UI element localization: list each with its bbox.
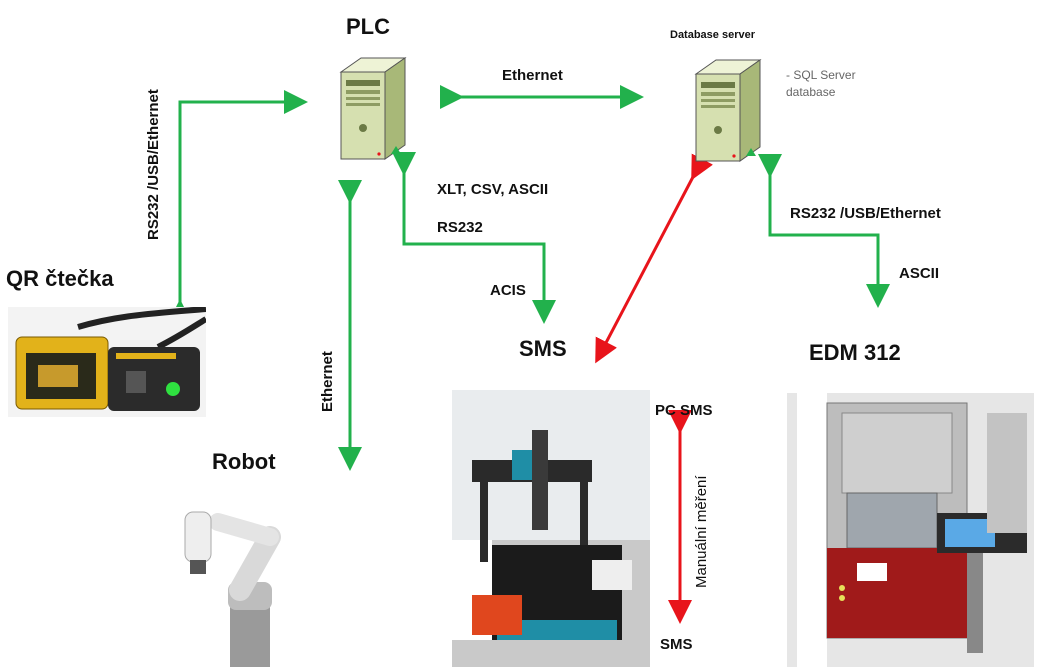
qr-reader-image <box>8 307 206 417</box>
db-edm-interface-label: RS232 /USB/Ethernet <box>790 205 941 222</box>
arrow-db-edm <box>758 154 890 308</box>
db-edm-protocol-label: ASCII <box>899 265 940 282</box>
edm-machine-image <box>787 393 1034 667</box>
ethernet-plc-db-label: Ethernet <box>502 67 563 84</box>
plc-sms-interface-label: RS232 <box>437 219 483 236</box>
plc-label: PLC <box>346 14 390 39</box>
qr-interface-label: RS232 /USB/Ethernet <box>145 89 162 240</box>
arrow-db-sms <box>595 153 713 364</box>
sms-label: SMS <box>519 336 567 361</box>
sms-machine-image <box>452 390 650 667</box>
database-note-line1: - SQL Server <box>786 68 856 82</box>
qr-reader-label: QR čtečka <box>6 266 114 291</box>
arrow-qr-plc <box>168 90 308 323</box>
plc-server-icon <box>339 57 407 160</box>
database-server-icon <box>694 59 762 162</box>
robot-image <box>170 482 310 667</box>
manual-measurement-label: Manuální měření <box>693 475 710 588</box>
ethernet-robot-label: Ethernet <box>319 351 336 412</box>
edm-label: EDM 312 <box>809 340 901 365</box>
sms-bottom-label: SMS <box>660 636 693 653</box>
pc-sms-label: PC SMS <box>655 402 713 419</box>
plc-sms-formats-label: XLT, CSV, ASCII <box>437 181 549 198</box>
plc-sms-protocol-label: ACIS <box>490 282 526 299</box>
database-server-label: Database server <box>670 29 756 41</box>
database-note-line2: database <box>786 85 836 99</box>
robot-label: Robot <box>212 449 276 474</box>
arrow-plc-sms <box>392 152 556 324</box>
